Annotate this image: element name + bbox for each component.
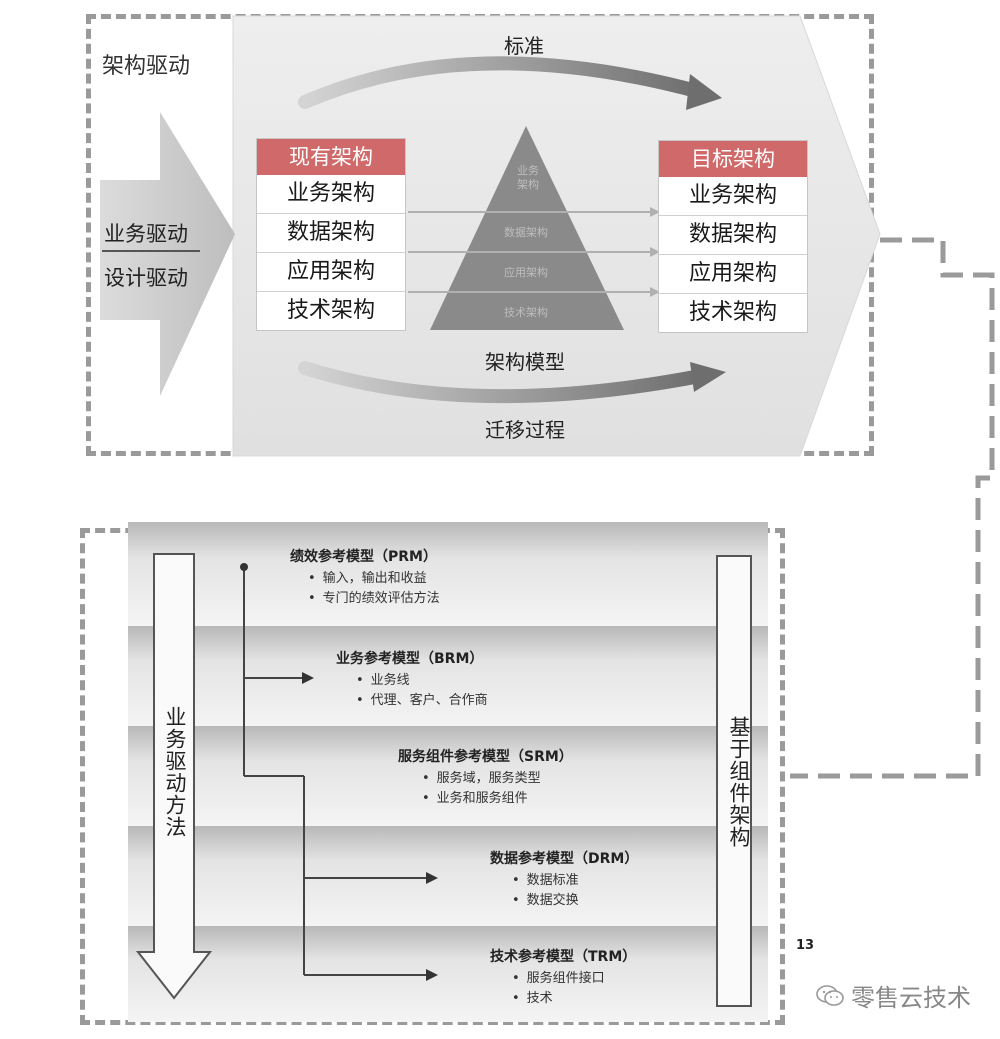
dashed-connector [790,237,995,779]
current-technology-row: 技术架构 [257,291,405,330]
brm-bullet-1: 业务线 [356,671,488,691]
prm-block: 绩效参考模型（PRM） 输入，输出和收益 专门的绩效评估方法 [290,546,440,609]
top-panel-background [100,15,881,457]
trm-bullet-2: 技术 [512,989,636,1009]
target-data-row: 数据架构 [659,215,807,254]
watermark: 零售云技术 [815,978,971,1013]
current-architecture-table: 现有架构 业务架构 数据架构 应用架构 技术架构 [256,138,406,331]
drm-bullet-2: 数据交换 [512,891,638,911]
target-architecture-header: 目标架构 [659,141,807,177]
migration-arc-arrowhead [690,362,726,392]
brm-bullets: 业务线 代理、客户、合作商 [356,671,488,711]
migration-arc [298,361,707,404]
target-architecture-table: 目标架构 业务架构 数据架构 应用架构 技术架构 [658,140,808,333]
trm-block: 技术参考模型（TRM） 服务组件接口 技术 [490,946,636,1009]
component-architecture-box [716,555,752,1007]
srm-block: 服务组件参考模型（SRM） 服务域，服务类型 业务和服务组件 [398,746,573,809]
standard-label: 标准 [504,34,544,58]
watermark-text: 零售云技术 [851,984,971,1012]
brm-title: 业务参考模型（BRM） [336,651,484,667]
srm-bullet-2: 业务和服务组件 [422,789,573,809]
target-application-row: 应用架构 [659,254,807,293]
prm-bullet-2: 专门的绩效评估方法 [308,589,440,609]
brm-bullet-2: 代理、客户、合作商 [356,691,488,711]
migration-label: 迁移过程 [485,418,565,442]
trm-title: 技术参考模型（TRM） [490,949,637,965]
prm-bullet-1: 输入，输出和收益 [308,569,440,589]
architecture-pyramid [430,126,624,330]
prm-title: 绩效参考模型（PRM） [290,549,437,565]
business-driven-arrow [135,553,213,1000]
drm-title: 数据参考模型（DRM） [490,851,639,867]
brm-block: 业务参考模型（BRM） 业务线 代理、客户、合作商 [336,648,488,711]
pyramid-level-technology: 技术架构 [504,306,548,319]
pyramid-level-business: 业务 架构 [517,164,539,191]
drm-bullets: 数据标准 数据交换 [512,871,638,911]
target-business-row: 业务架构 [688,183,777,208]
current-application-row: 应用架构 [257,252,405,291]
standard-arc [298,56,707,109]
drm-block: 数据参考模型（DRM） 数据标准 数据交换 [490,848,638,911]
current-architecture-header: 现有架构 [257,139,405,175]
business-driver-label: 业务驱动 [104,222,188,246]
srm-bullet-1: 服务域，服务类型 [422,769,573,789]
trm-bullet-1: 服务组件接口 [512,969,636,989]
trm-bullets: 服务组件接口 技术 [512,969,636,1009]
panel-title: 架构驱动 [102,54,191,79]
business-driven-method-label: 业务驱动方法 [163,706,187,838]
pyramid-level-data: 数据架构 [504,226,548,239]
wechat-icon [816,984,844,1006]
page-number: 13 [796,938,815,953]
srm-title: 服务组件参考模型（SRM） [398,749,573,765]
design-driver-label: 设计驱动 [104,266,188,290]
drm-bullet-1: 数据标准 [512,871,638,891]
model-label: 架构模型 [485,350,565,374]
driver-arrow-shape [100,112,235,396]
component-architecture-label: 基于组件架构 [727,716,751,848]
current-data-row: 数据架构 [257,213,405,252]
pyramid-level-application: 应用架构 [504,266,548,279]
current-business-row: 业务架构 [286,181,375,206]
standard-arc-arrowhead [686,74,722,110]
prm-bullets: 输入，输出和收益 专门的绩效评估方法 [308,569,440,609]
target-technology-row: 技术架构 [659,293,807,332]
srm-bullets: 服务域，服务类型 业务和服务组件 [422,769,573,809]
